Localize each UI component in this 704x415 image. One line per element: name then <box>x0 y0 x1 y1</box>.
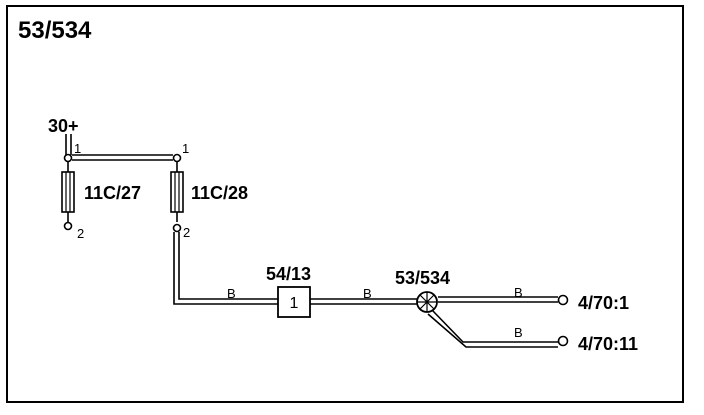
wire-out2-a <box>431 309 558 343</box>
fuse-b-pin-top: 1 <box>182 141 189 156</box>
fuse-a <box>61 171 75 213</box>
splice-cross <box>417 292 437 312</box>
diagram-title: 53/534 <box>18 17 92 44</box>
fuse-a-element <box>65 172 71 212</box>
wire-code-3: B <box>514 285 523 300</box>
output-label-1: 4/70:1 <box>578 293 629 313</box>
fuse-a-body <box>61 171 75 213</box>
wire-out2-b <box>427 313 558 348</box>
terminal-group <box>63 153 569 347</box>
supply-label: 30+ <box>48 116 79 136</box>
fuse-a-pin-top: 1 <box>74 141 81 156</box>
wire-to-component-b <box>178 232 278 300</box>
fuse-b-pin-bottom: 2 <box>183 225 190 240</box>
component-label: 54/13 <box>266 264 311 284</box>
output-label-2: 4/70:11 <box>578 334 638 354</box>
fuse-a-label: 11C/27 <box>84 183 141 203</box>
wire-to-component-a <box>173 232 278 305</box>
terminal-fuse-b-top <box>172 153 182 163</box>
fuse-b-body <box>170 171 184 213</box>
terminal-fuse-b-bottom <box>172 223 182 233</box>
splice-label: 53/534 <box>395 268 450 288</box>
splice-symbol <box>416 291 438 313</box>
terminal-out1 <box>557 294 569 306</box>
component-number: 1 <box>290 295 299 312</box>
diagram-frame <box>6 5 684 403</box>
fuse-b-label: 11C/28 <box>191 183 248 203</box>
fuse-b-element <box>174 172 180 212</box>
wire-code-4: B <box>514 325 523 340</box>
terminal-fuse-a-bottom <box>63 221 73 231</box>
terminal-out2 <box>557 335 569 347</box>
fuse-b <box>170 171 184 213</box>
wire-code-2: B <box>363 286 372 301</box>
component-box <box>277 286 311 318</box>
terminal-fuse-a-top <box>63 153 73 163</box>
fuse-a-pin-bottom: 2 <box>77 226 84 241</box>
wire-group <box>65 134 558 348</box>
wire-code-1: B <box>227 286 236 301</box>
